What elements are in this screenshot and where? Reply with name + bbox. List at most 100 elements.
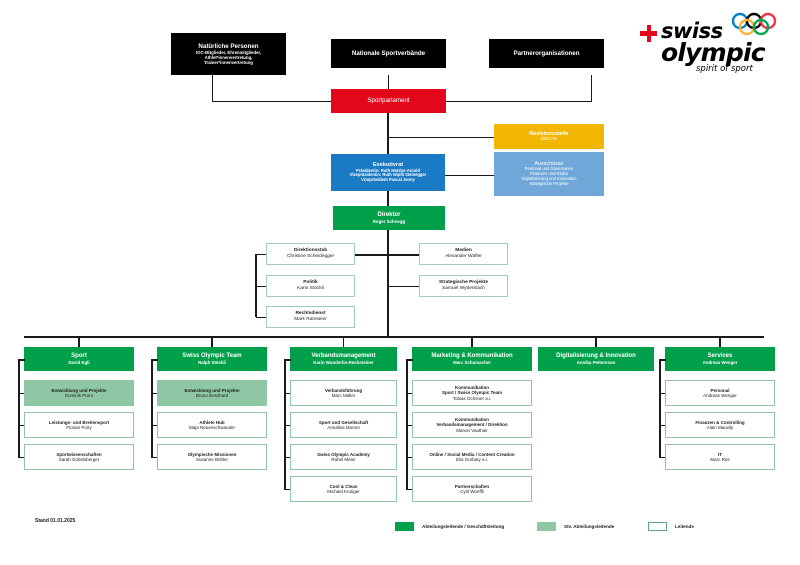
connector [406, 489, 413, 490]
connector [255, 254, 257, 317]
box-subtitle: Rahel Meier [331, 457, 356, 462]
box-subtitle: Mark Ramseier [294, 317, 327, 322]
connector [387, 113, 389, 158]
connector [18, 425, 25, 426]
connector [18, 359, 20, 457]
staff-strategische-projekte: Strategische Projekte Samuel Wyttenbach [419, 275, 508, 297]
box-title: Leistungs- und Breitensport [48, 419, 110, 425]
connector [284, 489, 291, 490]
connector [406, 425, 413, 426]
connector [212, 75, 213, 102]
box-title: Personal [710, 387, 730, 393]
connector [406, 393, 413, 394]
box-title: Olympische Missionen [187, 451, 237, 457]
box-title: Verbandsmanagement [311, 352, 376, 359]
box-title: Sport [71, 352, 87, 359]
connector [387, 254, 420, 256]
box-title: Entwicklung und Projekte [51, 387, 107, 393]
box-title: Entwicklung und Projekte [184, 387, 240, 393]
box-title: Sport und Gesellschaft [318, 419, 369, 425]
connector [211, 336, 213, 347]
connector [256, 254, 267, 255]
connector [256, 286, 267, 287]
box-subtitle: IOC-Mitglieder, Ehrenmitglieder, Athlet*… [195, 50, 262, 66]
box-subtitle: Christine Scheidegger [286, 254, 335, 259]
connector [24, 336, 764, 338]
box-title: Revisionsstelle [529, 130, 569, 137]
connector [659, 393, 666, 394]
box-subtitle: Karin Wunderlin-Rechsteiner [313, 359, 374, 365]
connector [388, 137, 495, 138]
box-subtitle: Samuel Wyttenbach [442, 286, 485, 291]
box-subtitle: Karin Stöckli [297, 286, 324, 291]
connector [284, 359, 291, 361]
connector [256, 317, 267, 318]
connector [406, 359, 408, 489]
box-title: Natürliche Personen [198, 42, 259, 50]
legend-item-stv-abteilungsleitende: Stv. Abteilungsleitende [537, 522, 614, 531]
box-title: Medien [455, 248, 472, 254]
box-subtitle: Marc Müller [331, 393, 356, 398]
box-title: Politik [303, 280, 318, 286]
connector [151, 393, 158, 394]
entity-revisionsstelle: Revisionsstelle BDO AG [494, 124, 604, 149]
box-subtitle: David Egli [68, 359, 90, 365]
staff-direktionsstab: Direktionsstab Christine Scheidegger [266, 243, 355, 265]
box-subtitle: Roger Schnegg [372, 218, 406, 224]
connector [659, 359, 661, 457]
connector [151, 425, 158, 426]
swiss-olympic-logo: swiss olympic spirit of sport [640, 12, 790, 74]
box-subtitle: Michael Krutiger [327, 489, 360, 494]
entity-ausschuesse: Ausschüsse Personal und Governance Finan… [494, 152, 604, 196]
connector [388, 75, 389, 89]
swiss-cross-icon [640, 25, 657, 42]
box-subtitle: Elia Gorbaty a.i. [455, 457, 488, 462]
entity-partnerorganisationen: Partnerorganisationen [489, 39, 604, 68]
legend-swatch-midgreen [537, 522, 556, 531]
legend-item-leitende: Leitende [648, 522, 694, 531]
connector [151, 359, 153, 457]
connector [284, 359, 286, 489]
box-subtitle: Ralph Stöckli [198, 359, 226, 365]
connector [18, 393, 25, 394]
box-title: Rechtsdienst [295, 311, 326, 317]
box-subtitle: Florian Poiry [66, 425, 92, 430]
box-title: Online / Social Media / Content Creation [429, 451, 515, 457]
connector [406, 359, 413, 361]
legend-label: Stv. Abteilungsleitende [564, 524, 615, 529]
connector [659, 425, 666, 426]
connector [151, 457, 158, 458]
box-title: Direktor [377, 211, 401, 218]
connector [354, 254, 388, 256]
box-subtitle: Annika Pettersson [576, 359, 616, 365]
box-subtitle: Andreas Wenger [702, 359, 738, 365]
entity-direktor: Direktor Roger Schnegg [333, 206, 445, 230]
connector [284, 425, 291, 426]
entity-sportparlament: Sportparlament [331, 89, 446, 113]
box-subtitle: Marc Rös [710, 457, 730, 462]
staff-rechtsdienst: Rechtsdienst Mark Ramseier [266, 306, 355, 328]
connector [406, 457, 413, 458]
box-subtitle: Alain Mauvily [706, 425, 734, 430]
box-subtitle: Annalisa Mornei [327, 425, 360, 430]
box-subtitle: Personal und Governance Finanzen und Ris… [521, 166, 577, 187]
box-title: Athlete Hub [199, 419, 225, 425]
entity-natuerliche-personen: Natürliche Personen IOC-Mitglieder, Ehre… [171, 33, 286, 75]
box-subtitle: Andreas Wenger [703, 393, 737, 398]
box-title: Kommunikation Verbandsmanagement / Direk… [436, 417, 508, 428]
legend-label: Leitende [675, 524, 694, 529]
connector [284, 457, 291, 458]
